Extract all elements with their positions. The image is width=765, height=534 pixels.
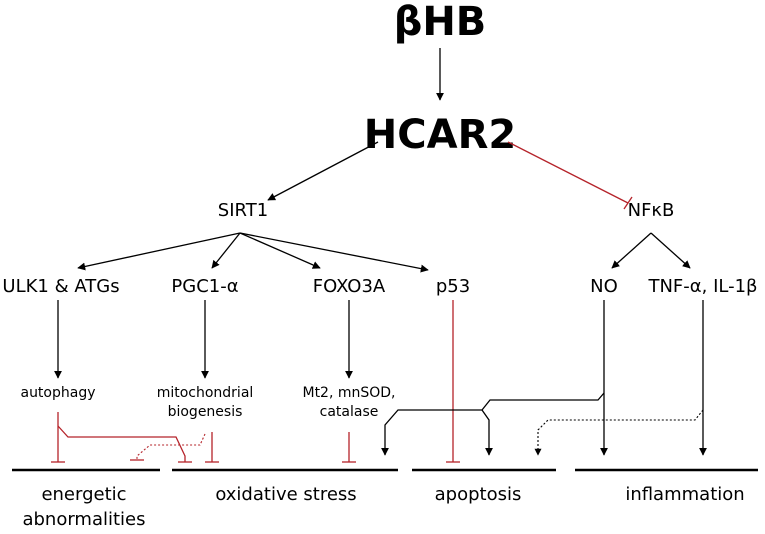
node-pgc1-alpha: PGC1-α xyxy=(171,276,238,297)
node-bhb: βHB xyxy=(394,0,487,45)
inhibit-mito-energetic-dashed xyxy=(136,433,206,460)
node-foxo3a: FOXO3A xyxy=(313,276,386,297)
inhibit-autophagy-oxidative xyxy=(57,425,186,462)
arrow-sirt1-ulk1 xyxy=(77,232,241,271)
arrow-sirt1-foxo3a xyxy=(239,232,321,269)
outcome-inflammation: inflammation xyxy=(625,484,744,505)
node-tnf-il1b: TNF-α, IL-1β xyxy=(647,276,757,297)
outcome-abnormalities: abnormalities xyxy=(22,509,145,530)
line-no-apoptosis xyxy=(481,409,493,456)
line-no-branch xyxy=(381,392,605,456)
arrow-nfkb-no xyxy=(611,232,652,269)
node-catalase: catalase xyxy=(320,404,379,420)
inhibit-hcar2-nfkb-bar xyxy=(623,196,633,210)
arrow-nfkb-tnf xyxy=(650,232,691,269)
inhibit-hcar2-nfkb xyxy=(507,141,629,204)
node-mitochondrial: mitochondrial xyxy=(157,385,254,401)
arrow-sirt1-p53 xyxy=(239,232,429,273)
node-no: NO xyxy=(590,276,618,297)
node-nfkb: NFκB xyxy=(628,200,675,221)
node-ulk1-atgs: ULK1 & ATGs xyxy=(2,276,119,297)
outcome-apoptosis: apoptosis xyxy=(435,484,522,505)
node-p53: p53 xyxy=(436,276,470,297)
outcome-energetic: energetic xyxy=(41,484,126,505)
outcome-oxidative: oxidative stress xyxy=(215,484,356,505)
arrow-sirt1-pgc1 xyxy=(211,232,241,269)
node-mt2-mnsod: Mt2, mnSOD, xyxy=(302,385,395,401)
line-tnf-apoptosis-dashed xyxy=(534,409,704,456)
node-sirt1: SIRT1 xyxy=(218,200,268,221)
node-autophagy: autophagy xyxy=(20,385,95,401)
node-hcar2: HCAR2 xyxy=(364,112,516,158)
arrow-hcar2-sirt1 xyxy=(267,141,379,201)
node-biogenesis: biogenesis xyxy=(168,404,243,420)
